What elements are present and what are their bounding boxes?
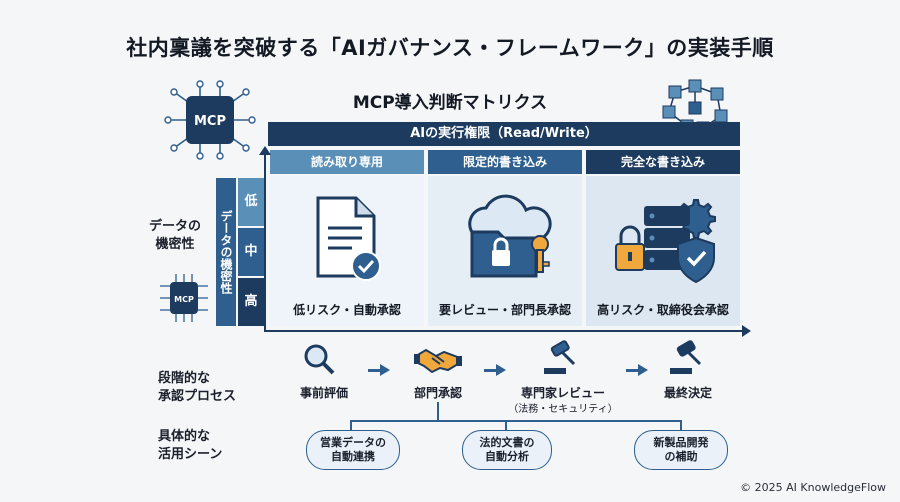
usecase-legal-line1: 法的文書の <box>479 436 535 449</box>
usecase-legal-line2: 自動分析 <box>485 450 529 463</box>
permission-header: AIの実行権限（Read/Write） <box>268 122 740 146</box>
mcp-chip-icon: MCP <box>160 80 260 160</box>
process-arrow-2-head <box>496 364 506 376</box>
usecase-label: 具体的な 活用シーン <box>158 428 258 464</box>
tree-branch <box>350 420 680 422</box>
copyright: © 2025 AI KnowledgeFlow <box>740 481 886 494</box>
level-low: 低 <box>238 178 264 226</box>
server-lock-shield-icon <box>608 192 720 288</box>
sensitivity-label-line2: 機密性 <box>155 237 195 252</box>
tree-leaf-1 <box>350 420 352 430</box>
step-final-decision: 最終決定 <box>663 386 712 400</box>
y-axis-line <box>264 152 266 332</box>
mcp-chip-small-icon: MCP <box>156 272 212 324</box>
matrix-title: MCP導入判断マトリクス <box>352 93 548 113</box>
process-arrow-3-head <box>638 364 648 376</box>
cell-label-high-risk: 高リスク・取締役会承認 <box>597 303 729 317</box>
gavel-icon <box>542 340 582 380</box>
step-department-approval: 部門承認 <box>413 386 462 400</box>
process-label-line2: 承認プロセス <box>158 389 237 404</box>
tree-leaf-2 <box>505 420 507 430</box>
cell-review: 要レビュー・部門長承認 <box>428 176 582 326</box>
mcp-logo-text: MCP <box>194 114 226 129</box>
usecase-label-line2: 活用シーン <box>158 447 223 462</box>
usecase-sales-line2: 自動連携 <box>331 450 375 463</box>
process-label: 段階的な 承認プロセス <box>158 370 258 406</box>
handshake-icon <box>414 344 462 378</box>
column-read-only: 読み取り専用 <box>270 150 424 174</box>
x-axis-line <box>264 330 744 332</box>
gavel-final-icon <box>668 340 708 380</box>
cell-low-risk: 低リスク・自動承認 <box>270 176 424 326</box>
column-limited-write: 限定的書き込み <box>428 150 582 174</box>
level-high: 高 <box>238 278 264 326</box>
process-arrow-1 <box>368 369 382 372</box>
process-arrow-1-head <box>380 364 390 376</box>
x-axis-arrow <box>742 325 751 337</box>
process-label-line1: 段階的な <box>158 371 211 386</box>
y-axis-arrow <box>259 146 271 155</box>
y-axis-vertical-label: データの機密性 <box>216 178 236 326</box>
column-full-write: 完全な書き込み <box>586 150 740 174</box>
cloud-folder-key-icon <box>458 192 558 288</box>
usecase-new-product: 新製品開発 の補助 <box>634 430 728 470</box>
level-medium: 中 <box>238 228 264 276</box>
usecase-sales-line1: 営業データの <box>320 436 386 449</box>
usecase-product-line1: 新製品開発 <box>653 436 709 449</box>
process-arrow-3 <box>626 369 640 372</box>
sensitivity-label: データの 機密性 <box>140 218 210 254</box>
cell-label-low-risk: 低リスク・自動承認 <box>293 303 401 317</box>
tree-trunk <box>437 402 439 420</box>
cell-high-risk: 高リスク・取締役会承認 <box>586 176 740 326</box>
document-check-icon <box>312 194 384 288</box>
usecase-legal-docs: 法的文書の 自動分析 <box>462 430 552 470</box>
step-pre-evaluation: 事前評価 <box>299 386 348 400</box>
tree-leaf-3 <box>680 420 682 430</box>
usecase-label-line1: 具体的な <box>158 429 211 444</box>
mcp-small-text: MCP <box>174 295 194 304</box>
step-expert-review: 専門家レビュー <box>520 386 605 400</box>
process-arrow-2 <box>484 369 498 372</box>
step-expert-review-sub: （法務・セキュリティ） <box>508 404 618 415</box>
sensitivity-label-line1: データの <box>148 219 201 234</box>
cell-label-review: 要レビュー・部門長承認 <box>438 303 571 317</box>
magnifier-icon <box>302 342 336 380</box>
page-title: 社内稟議を突破する「AIガバナンス・フレームワーク」の実装手順 <box>126 36 774 60</box>
usecase-product-line2: の補助 <box>664 450 698 463</box>
usecase-sales-data: 営業データの 自動連携 <box>306 430 400 470</box>
